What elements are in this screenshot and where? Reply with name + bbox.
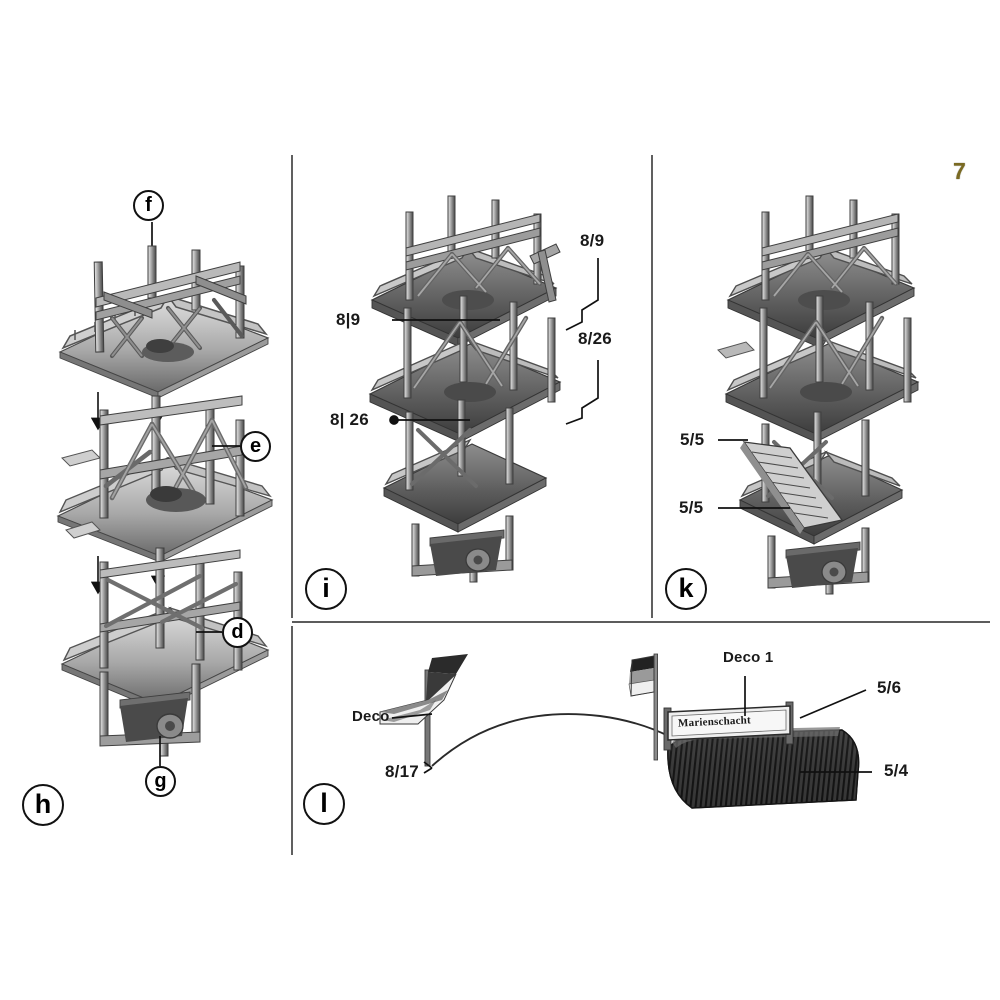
part-label-deco: Deco [352,708,390,725]
part-label-deco-1: Deco 1 [723,649,774,666]
part-label-5-4: 5/4 [884,761,909,780]
callout-marker-f[interactable]: f [133,190,164,221]
staircase-part [740,441,844,534]
part-label-5-6: 5/6 [877,678,902,697]
callout-marker-f-label: f [145,193,152,216]
part-label-8-26-right: 8/26 [578,329,612,348]
callout-marker-g-label: g [154,769,167,792]
leaders-panel-k [718,439,790,509]
panel-marker-k[interactable]: k [665,568,707,610]
panel-marker-l[interactable]: l [303,783,345,825]
leader-5-6 [799,689,867,719]
panel-marker-i-label: i [322,572,330,603]
callout-marker-e-label: e [249,434,262,457]
leader-8-17-seg [423,761,433,769]
callout-marker-d-label: d [231,620,244,643]
callout-marker-g[interactable]: g [145,766,176,797]
panel-marker-h[interactable]: h [22,784,64,826]
panel-h-artwork [56,222,274,766]
leader-deco [391,713,433,719]
deco-flag-left [379,654,468,767]
part-label-5-5-lower: 5/5 [679,498,704,517]
callout-marker-d[interactable]: d [222,617,253,648]
panel-k-artwork [717,195,920,595]
part-label-8-9-left: 8|9 [336,310,361,329]
part-label-5-5-upper: 5/5 [680,430,705,449]
leaders-panel-l [391,676,872,774]
ground-contour [431,713,701,767]
panel-marker-h-label: h [34,788,52,819]
leaders-panel-i [389,258,599,425]
module-middle [56,395,274,563]
module-top [58,245,270,399]
part-label-8-9-right: 8/9 [580,231,605,250]
callout-marker-e[interactable]: e [240,431,271,462]
module-bottom [60,547,270,757]
panel-i-artwork [368,195,599,583]
panel-l-artwork [379,653,872,809]
name-sign-structure [663,701,794,751]
deco-flag-right [628,653,658,761]
panel-marker-i[interactable]: i [305,568,347,610]
part-label-8-26-left: 8| 26 [330,410,369,429]
part-label-8-17: 8/17 [385,762,419,781]
panel-marker-l-label: l [320,787,328,818]
leader-8-9-right [565,258,599,331]
panel-dividers [291,155,990,855]
page-number: 7 [953,158,966,184]
leader-8-26-right [565,360,599,425]
corrugated-roof [667,727,860,809]
panel-marker-k-label: k [678,572,694,603]
